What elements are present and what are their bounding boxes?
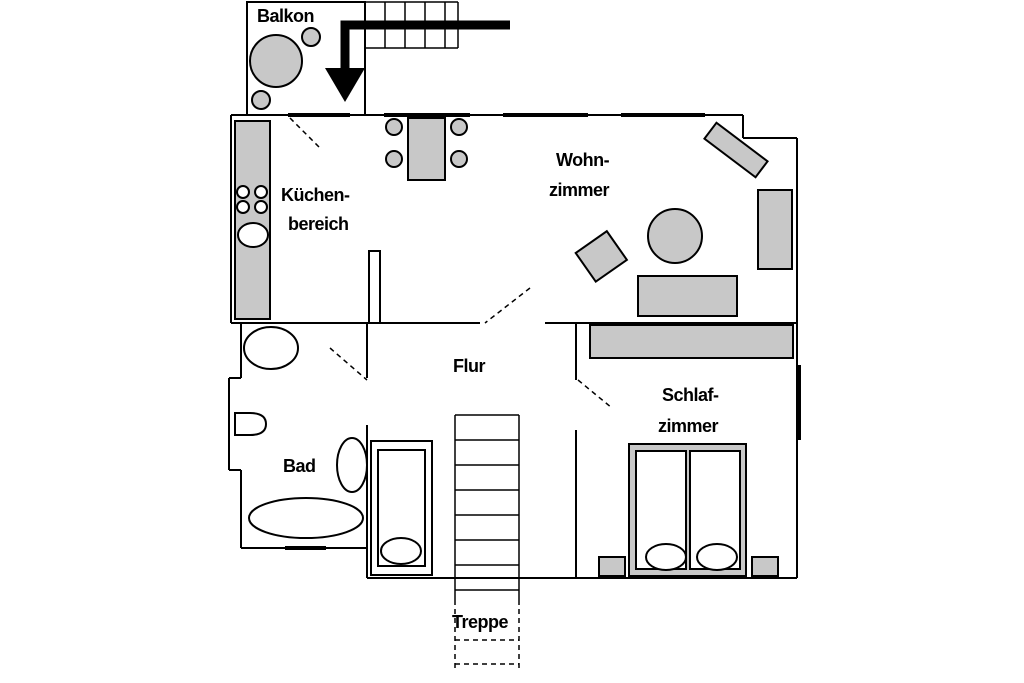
bad-area: Bad — [234, 326, 368, 539]
balkon-chair — [251, 90, 271, 110]
stove-burner-icon — [236, 185, 250, 199]
schlaf-label-line1: Schlaf- — [662, 385, 719, 405]
kitchen-counter — [234, 120, 271, 320]
sofa — [637, 275, 738, 317]
wohn-label-line1: Wohn- — [556, 150, 610, 170]
kuechen-label-line1: Küchen- — [281, 185, 350, 205]
kuechen-label-line2: bereich — [288, 214, 349, 234]
wardrobe — [589, 324, 794, 359]
wohn-label-line2: zimmer — [549, 180, 610, 200]
balkon-area: Balkon — [246, 1, 510, 115]
treppe-stairs: Treppe — [452, 414, 520, 668]
tv-cabinet — [757, 189, 793, 270]
entrance-arrow-icon — [325, 20, 510, 102]
side-table — [703, 121, 769, 179]
treppe-label: Treppe — [452, 612, 509, 632]
bath-sink — [243, 326, 299, 370]
schlaf-label-line2: zimmer — [658, 416, 719, 436]
stove-burner-icon — [254, 200, 268, 214]
hall-cabinet-pillow — [380, 537, 422, 565]
nightstand-left — [598, 556, 626, 577]
balkon-label: Balkon — [257, 6, 314, 26]
kitchen-area: Küchen- bereich — [234, 120, 351, 320]
balkon-table — [249, 34, 303, 88]
kitchen-sink — [237, 222, 269, 248]
flur-label: Flur — [453, 356, 485, 376]
dining-table — [407, 117, 446, 181]
schlafzimmer-area: Schlaf- zimmer — [589, 324, 794, 577]
wohnzimmer-area: Wohn- zimmer — [549, 121, 793, 317]
dining-chair — [450, 118, 468, 136]
shower-tray — [336, 437, 368, 493]
bathtub — [248, 497, 364, 539]
balkon-chair — [301, 27, 321, 47]
toilet-icon — [234, 412, 268, 436]
dining-chair — [450, 150, 468, 168]
flur-area: Flur — [370, 356, 486, 576]
outer-walls — [228, 113, 801, 579]
nightstand-right — [751, 556, 779, 577]
dining-area — [385, 117, 468, 181]
pillow-left — [645, 543, 687, 571]
dining-chair — [385, 150, 403, 168]
interior-walls — [231, 250, 797, 578]
coffee-table — [647, 208, 703, 264]
bad-label: Bad — [283, 456, 316, 476]
stove-burner-icon — [236, 200, 250, 214]
pillow-right — [696, 543, 738, 571]
stove-burner-icon — [254, 185, 268, 199]
armchair — [574, 229, 629, 284]
doors — [289, 117, 613, 409]
dining-chair — [385, 118, 403, 136]
